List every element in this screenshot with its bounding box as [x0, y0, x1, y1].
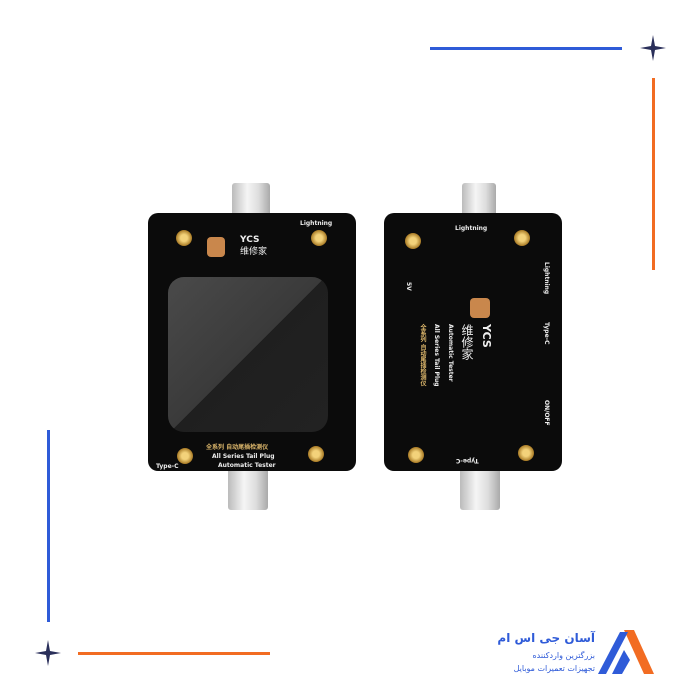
display-screen: [168, 277, 328, 432]
screw: [408, 447, 424, 463]
logo-text: YCS: [480, 324, 493, 348]
screw: [518, 445, 534, 461]
type-c-connector: [228, 466, 268, 510]
type-c-label: Type-C: [543, 322, 550, 345]
back-label-area: 全系列 自动尾插检测仪 All Series Tail Plug Automat…: [418, 324, 493, 387]
title-cn: 全系列 自动尾插检测仪: [419, 324, 426, 387]
title-en-1: All Series Tail Plug: [433, 324, 440, 387]
title-en-2: Automatic Tester: [218, 462, 276, 469]
star-icon: [35, 640, 61, 666]
ycs-logo-icon: [470, 298, 490, 318]
port-label-bottom: Type-C: [156, 463, 179, 470]
logo-cn: 维修家: [240, 247, 268, 257]
tester-board-back: [384, 213, 562, 471]
port-label-side: Lightning: [543, 262, 550, 295]
brand-tagline-2: تجهیزات تعمیرات موبایل: [513, 664, 595, 673]
screw: [514, 230, 530, 246]
left-blue-line: [47, 430, 50, 622]
type-c-connector: [460, 466, 500, 510]
voltage-label: 5V: [405, 282, 412, 291]
ycs-logo-icon: [207, 237, 225, 257]
brand-tagline-1: بزرگترین واردکننده: [532, 651, 595, 660]
title-cn: 全系列 自动尾插检测仪: [206, 444, 269, 451]
title-en-2: Automatic Tester: [447, 324, 454, 382]
port-label-top: Lightning: [300, 220, 333, 227]
brand-name: آسان جی اس ام: [497, 631, 595, 645]
screw: [311, 230, 327, 246]
logo-cn: 维修家: [460, 324, 474, 360]
screw: [405, 233, 421, 249]
brand-logo-icon: [598, 630, 654, 674]
screw: [176, 230, 192, 246]
port-label-bottom: Type-C: [456, 457, 479, 464]
right-orange-line: [652, 78, 655, 270]
top-blue-line: [430, 47, 622, 50]
lightning-connector: [232, 183, 270, 217]
screw: [177, 448, 193, 464]
title-en-1: All Series Tail Plug: [212, 453, 275, 460]
star-icon: [640, 35, 666, 61]
screw: [308, 446, 324, 462]
bottom-orange-line: [78, 652, 270, 655]
power-label: ON/OFF: [543, 400, 550, 426]
port-label-top: Lightning: [455, 225, 488, 232]
lightning-connector: [462, 183, 496, 217]
logo-text: YCS: [240, 235, 260, 245]
